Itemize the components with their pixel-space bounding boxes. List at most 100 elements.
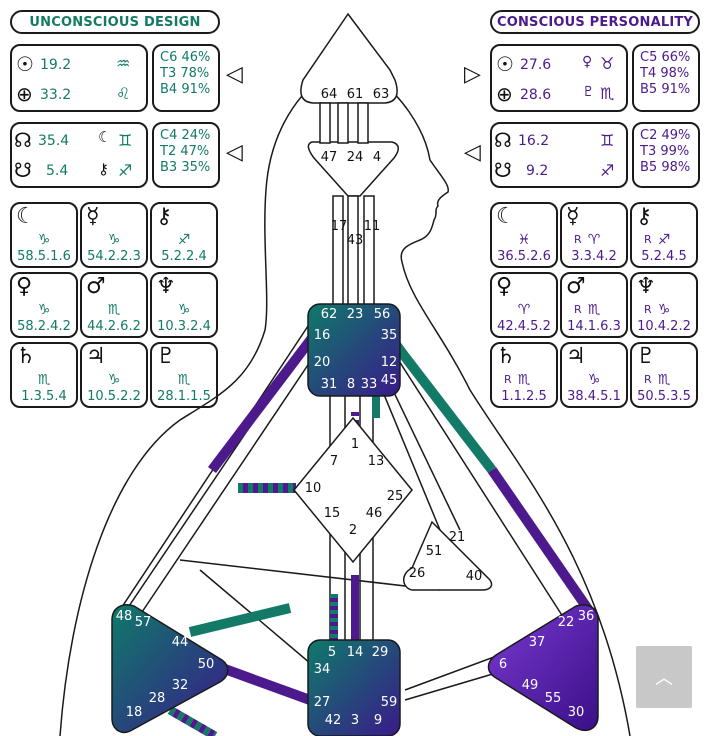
- saturn-icon: ♄: [16, 344, 36, 369]
- zodiac-sign-icon: ♓: [517, 232, 531, 248]
- leo-icon: ♌: [116, 84, 131, 103]
- gate-label: 3: [351, 713, 359, 728]
- design-planet-moon: ☾♑58.5.1.6: [10, 202, 78, 268]
- scroll-to-top-button[interactable]: ︿: [636, 646, 692, 708]
- neptune-icon: ♆: [156, 274, 176, 299]
- jupiter-icon: ♃: [566, 344, 586, 369]
- design-planet-value: 54.2.2.3: [87, 249, 141, 264]
- taurus-icon: ♉: [600, 54, 615, 73]
- zodiac-sign-icon: ♑: [107, 232, 121, 248]
- gate-label: 7: [330, 454, 338, 469]
- gate-label: 55: [545, 691, 562, 706]
- earth-icon: ⊕: [496, 82, 513, 106]
- variable-line: B3 35%: [160, 160, 211, 175]
- zodiac-sign-icon: ♏: [107, 302, 121, 318]
- gate-label: 6: [499, 657, 507, 672]
- gate-label: 32: [172, 678, 189, 693]
- gate-label: 30: [568, 705, 585, 720]
- gate-label: 23: [347, 307, 364, 322]
- design-earth-value: 33.2: [40, 87, 72, 103]
- design-node-variables: C4 24% T2 47% B3 35%: [152, 122, 220, 188]
- gate-label: 12: [381, 355, 398, 370]
- zodiac-sign-icon: ♏: [37, 372, 51, 388]
- gate-label: 43: [347, 233, 364, 248]
- arrow-left-icon[interactable]: ◁: [464, 140, 481, 165]
- personality-planet-value: 1.1.2.5: [501, 389, 547, 404]
- gate-label: 21: [449, 530, 466, 545]
- gate-label: 48: [116, 609, 133, 624]
- variable-line: T3 99%: [640, 144, 690, 159]
- design-planet-saturn: ♄♏1.3.5.4: [10, 342, 78, 408]
- personality-nodes-box: ☊ 16.2 ♊ ☋ 9.2 ♐: [490, 122, 628, 188]
- mars-icon: ♂: [86, 274, 106, 299]
- arrow-left-icon[interactable]: ◁: [226, 62, 243, 87]
- personality-earth-value: 28.6: [520, 87, 552, 103]
- personality-planet-value: 5.2.4.5: [641, 249, 687, 264]
- gate-label: 31: [321, 377, 338, 392]
- gate-label: 64: [321, 87, 338, 102]
- gate-label: 5: [328, 645, 336, 660]
- design-planet-mercury: ☿ ♑54.2.2.3: [80, 202, 148, 268]
- zodiac-sign-icon: ♏: [657, 372, 671, 388]
- gate-label: 8: [347, 377, 355, 392]
- zodiac-sign-icon: ♑: [587, 372, 601, 388]
- neptune-icon: ♆: [636, 274, 656, 299]
- gate-label: 10: [305, 481, 322, 496]
- zodiac-sign-icon: ♑: [37, 302, 51, 318]
- sun-icon: ☉: [496, 52, 514, 76]
- zodiac-sign-icon: ♐: [177, 232, 191, 248]
- gate-label: 22: [558, 615, 575, 630]
- design-planet-value: 10.3.2.4: [157, 319, 211, 334]
- gate-label: 27: [314, 695, 331, 710]
- gate-label: 37: [529, 635, 546, 650]
- gate-label: 2: [349, 523, 357, 538]
- personality-sun-earth-box: ☉ 27.6 ♀ ♉ ⊕ 28.6 ♇ ♏: [490, 44, 628, 112]
- variable-line: C4 24%: [160, 128, 211, 143]
- moon-icon: ☾: [16, 204, 36, 229]
- arrow-left-icon[interactable]: ◁: [226, 140, 243, 165]
- retrograde-marker: R: [644, 303, 652, 316]
- venus-icon: ♀: [16, 274, 33, 299]
- jupiter-icon: ♃: [86, 344, 106, 369]
- zodiac-sign-icon: ♑: [177, 302, 191, 318]
- mars-icon: ♂: [566, 274, 586, 299]
- personality-planet-venus: ♀♈42.4.5.2: [490, 272, 558, 338]
- variable-line: C6 46%: [160, 50, 211, 65]
- personality-planet-value: 38.4.5.1: [567, 389, 621, 404]
- gate-label: 42: [325, 713, 342, 728]
- gate-label: 26: [409, 566, 426, 581]
- gate-label: 29: [372, 645, 389, 660]
- variable-line: T2 47%: [160, 144, 210, 159]
- south-node-icon: ☋: [494, 158, 512, 182]
- gate-label: 13: [368, 454, 385, 469]
- zodiac-sign-icon: ♑: [107, 372, 121, 388]
- saturn-icon: ♄: [496, 344, 516, 369]
- variable-line: B4 91%: [160, 82, 211, 97]
- gate-label: 28: [149, 691, 166, 706]
- gate-label: 20: [314, 355, 331, 370]
- retrograde-marker: R: [644, 373, 652, 386]
- variable-line: B5 91%: [640, 82, 691, 97]
- gate-label: 51: [426, 544, 443, 559]
- mercury-icon: ☿: [566, 204, 580, 229]
- gate-label: 59: [381, 695, 398, 710]
- south-node-icon: ☋: [14, 158, 32, 182]
- gate-label: 4: [373, 150, 381, 165]
- retrograde-marker: R: [504, 373, 512, 386]
- gate-label: 34: [314, 662, 331, 677]
- sagittarius-icon: ♐: [118, 161, 133, 180]
- pluto-icon: ♇: [582, 84, 595, 100]
- gate-label: 18: [126, 705, 143, 720]
- gemini-icon: ♊: [600, 131, 615, 150]
- variable-line: B5 98%: [640, 160, 691, 175]
- arrow-right-icon[interactable]: ▷: [464, 62, 481, 87]
- gemini-icon: ♊: [118, 131, 133, 150]
- mercury-icon: ☿: [86, 204, 100, 229]
- personality-header: CONSCIOUS PERSONALITY: [490, 10, 700, 34]
- gate-label: 45: [381, 373, 398, 388]
- design-planet-venus: ♀♑58.2.4.2: [10, 272, 78, 338]
